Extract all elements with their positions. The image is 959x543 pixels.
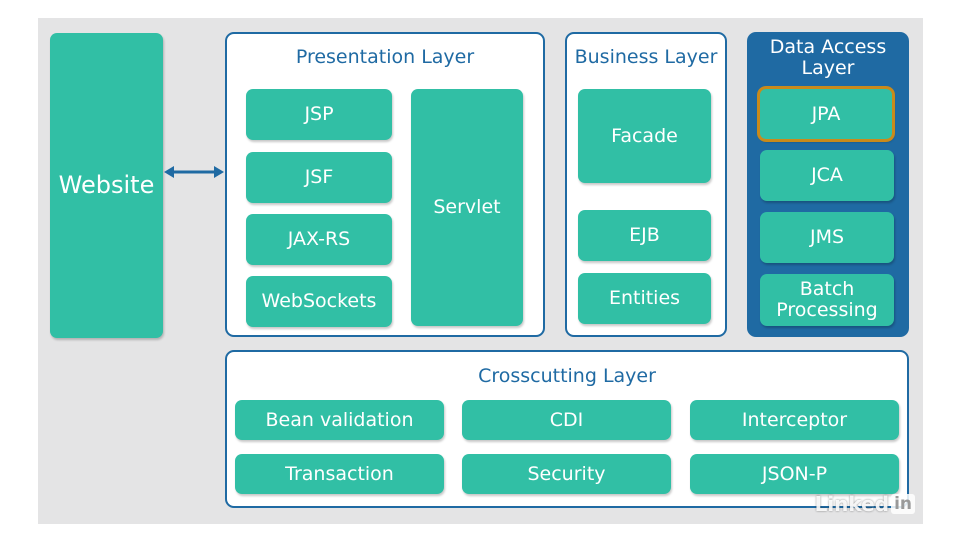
business-layer-panel: Business Layer Facade EJB Entities [565,32,727,337]
jsp-box[interactable]: JSP [246,89,392,140]
business-layer-title: Business Layer [574,46,718,68]
presentation-layer-panel: Presentation Layer JSP JSF JAX-RS WebSoc… [225,32,545,337]
bean-validation-box[interactable]: Bean validation [235,400,444,440]
transaction-box[interactable]: Transaction [235,454,444,494]
jax-rs-box[interactable]: JAX-RS [246,214,392,265]
diagram-canvas: Website Presentation Layer JSP JSF JAX-R… [38,18,923,524]
presentation-layer-title: Presentation Layer [295,46,475,68]
watermark-text: Linked [814,492,890,516]
json-p-box[interactable]: JSON-P [690,454,899,494]
jms-box[interactable]: JMS [760,212,894,263]
jca-box[interactable]: JCA [760,150,894,201]
servlet-box[interactable]: Servlet [411,89,523,326]
cdi-box[interactable]: CDI [462,400,671,440]
bidirectional-arrow-icon [164,166,224,178]
facade-box[interactable]: Facade [578,89,711,183]
crosscutting-layer-panel: Crosscutting Layer Bean validation CDI I… [225,350,909,508]
entities-box[interactable]: Entities [578,273,711,324]
data-access-layer-title: Data Access Layer [769,36,887,79]
crosscutting-layer-title: Crosscutting Layer [478,365,656,387]
linkedin-watermark: Linked in [815,492,915,516]
batch-processing-box[interactable]: Batch Processing [760,274,894,326]
data-access-layer-panel: Data Access Layer JPA JCA JMS Batch Proc… [747,32,909,337]
ejb-box[interactable]: EJB [578,210,711,261]
interceptor-box[interactable]: Interceptor [690,400,899,440]
security-box[interactable]: Security [462,454,671,494]
website-box[interactable]: Website [50,33,163,338]
websockets-box[interactable]: WebSockets [246,276,392,327]
jsf-box[interactable]: JSF [246,152,392,203]
jpa-box[interactable]: JPA [757,86,895,142]
linkedin-icon: in [891,494,915,514]
